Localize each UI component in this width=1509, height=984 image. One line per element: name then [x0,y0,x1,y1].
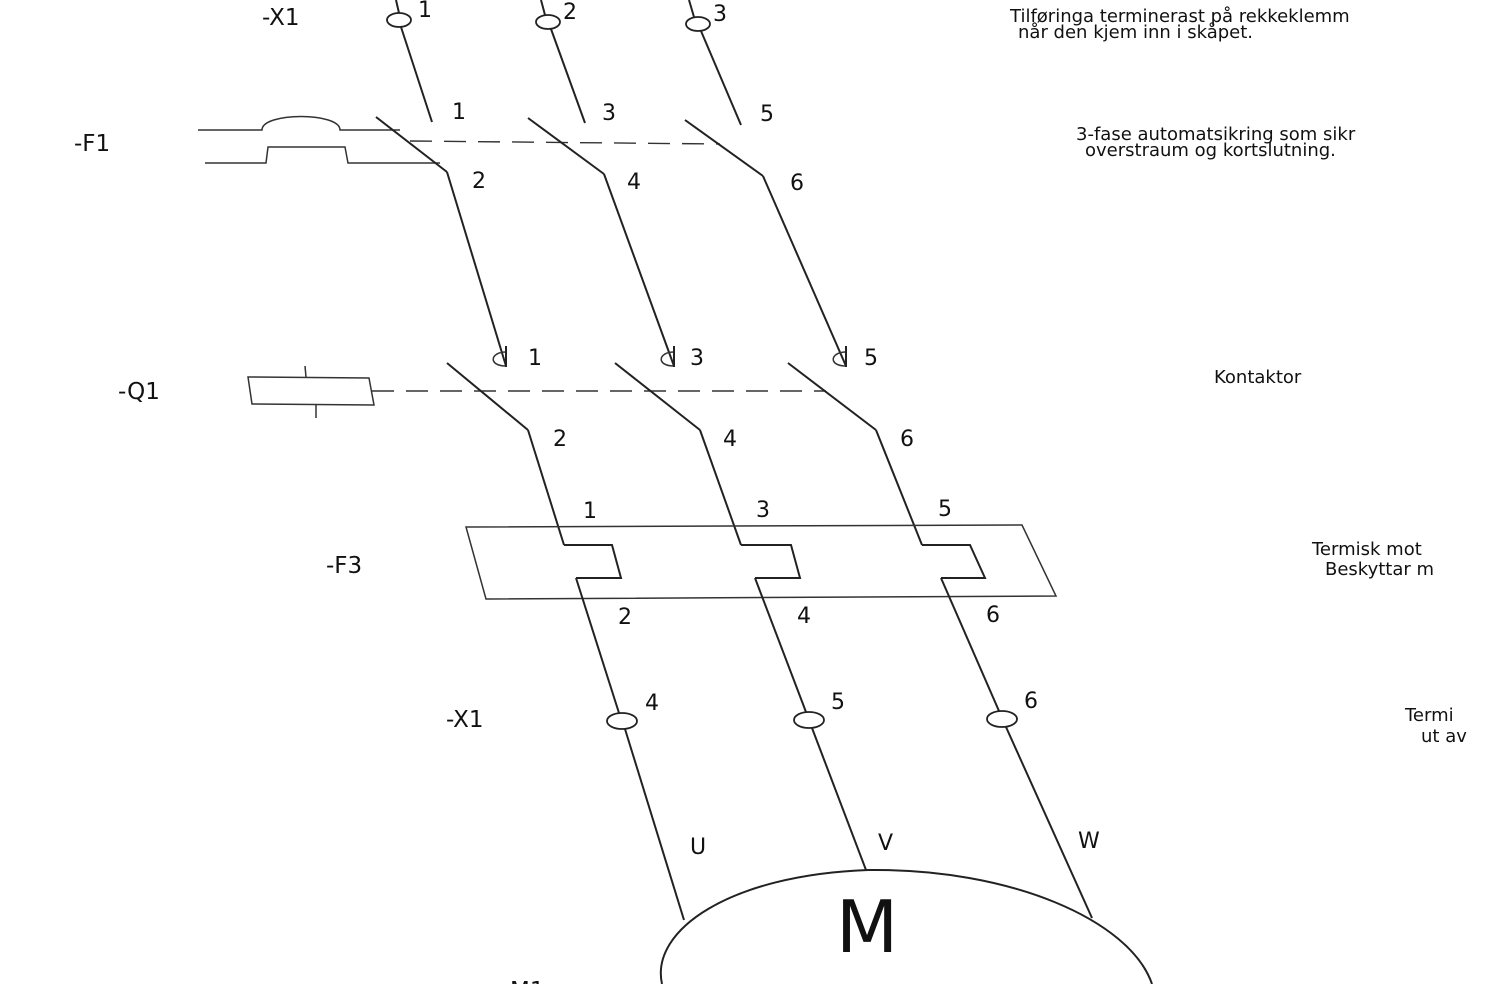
phase-label-w: W [1078,829,1100,854]
terminal-number: 3 [756,498,770,523]
contactor-coil [247,376,375,406]
x1-top-description-line1: Tilføringa terminerast på rekkeklemm [1009,6,1350,27]
breaker-contact [527,117,605,175]
overload-housing [465,524,1058,600]
contact-arc [660,351,675,367]
mechanical-linkage [409,140,721,145]
terminal-number: 4 [645,691,659,716]
x1-top-terminal-block: -X1 1 2 3 [262,0,742,126]
contactor-contact [787,362,877,431]
phase-wire [446,171,507,367]
f3-label: -F3 [326,553,362,579]
bimetal-element [564,544,623,579]
f3-thermal-overload: -F3 1 3 5 2 4 6 [326,497,1058,714]
f1-label: -F1 [74,131,110,157]
phase-wire [688,0,695,18]
phase-wire [624,728,685,921]
f3-description-line1: Termisk mot [1311,539,1422,560]
breaker-contact [375,116,448,173]
terminal-circle [386,12,412,28]
phase-label-u: U [690,835,706,860]
phase-wire [395,0,400,14]
terminal-number: 4 [723,427,737,452]
terminal-number: 5 [831,690,845,715]
terminal-number: 6 [986,603,1000,628]
phase-wire [811,727,867,871]
coil-lead [304,365,307,378]
terminal-number: 1 [418,0,432,23]
terminal-circle [606,712,638,730]
phase-wire [875,429,923,546]
contact-arc [492,351,507,367]
motor-letter: M [836,885,898,969]
q1-description: Kontaktor [1214,367,1302,388]
phase-wire [400,26,433,123]
phase-wire [700,30,742,126]
f3-description-line2: Beskyttar m [1325,559,1434,580]
phase-wire [540,0,546,16]
f1-description-line2: overstraum og kortslutning. [1085,140,1336,161]
terminal-circle [793,711,825,729]
x1-bottom-description-line2: ut av [1421,726,1467,747]
terminal-number: 5 [864,346,878,371]
terminal-number: 1 [528,346,542,371]
terminal-number: 6 [900,427,914,452]
terminal-number: 1 [583,499,597,524]
motor-m1: M M1 [510,868,1153,984]
terminal-number: 4 [627,170,641,195]
contactor-contact [446,362,529,431]
breaker-contact [684,119,764,177]
terminal-number: 1 [452,100,466,125]
descriptions: Tilføringa terminerast på rekkeklemm når… [1009,6,1467,747]
q1-contactor: -Q1 1 3 5 2 4 6 [118,346,923,546]
terminal-number: 4 [797,604,811,629]
terminal-number: 3 [690,346,704,371]
phase-wire [762,175,847,367]
x1-bottom-description-line1: Termi [1404,705,1454,726]
terminal-number: 2 [472,169,486,194]
terminal-number: 5 [760,102,774,127]
x1-top-description-line2: når den kjem inn i skåpet. [1018,22,1253,43]
terminal-number: 3 [713,2,727,27]
f1-description-line1: 3-fase automatsikring som sikr [1076,124,1356,145]
terminal-number: 6 [1024,689,1038,714]
magnetic-trip-symbol [205,146,440,164]
contactor-contact [614,362,701,431]
x1-bottom-terminal-block: -X1 4 5 6 U V W [446,689,1100,921]
phase-wire [575,577,620,714]
terminal-circle [986,710,1018,728]
phase-label-v: V [878,831,893,856]
phase-wire [940,577,1000,712]
motor-symbol [659,868,1153,984]
terminal-number: 2 [563,0,577,25]
phase-wire [550,28,586,124]
bimetal-element [741,544,802,579]
phase-wire [754,577,807,713]
phase-wire [603,173,675,367]
f1-circuit-breaker: -F1 1 3 5 2 4 6 [74,100,847,367]
thermal-trip-symbol [198,115,400,131]
terminal-circle [685,16,711,32]
contact-arc [832,351,847,367]
x1-bottom-label: -X1 [446,707,484,733]
phase-wire [1005,726,1093,919]
terminal-number: 2 [618,605,632,630]
bimetal-element [922,544,987,579]
terminal-number: 6 [790,171,804,196]
x1-top-label: -X1 [262,5,300,31]
terminal-number: 2 [553,427,567,452]
terminal-number: 3 [602,101,616,126]
m1-label: M1 [510,978,544,984]
terminal-number: 5 [938,497,952,522]
q1-label: -Q1 [118,379,160,405]
phase-wire [527,429,565,546]
terminal-circle [535,14,561,30]
